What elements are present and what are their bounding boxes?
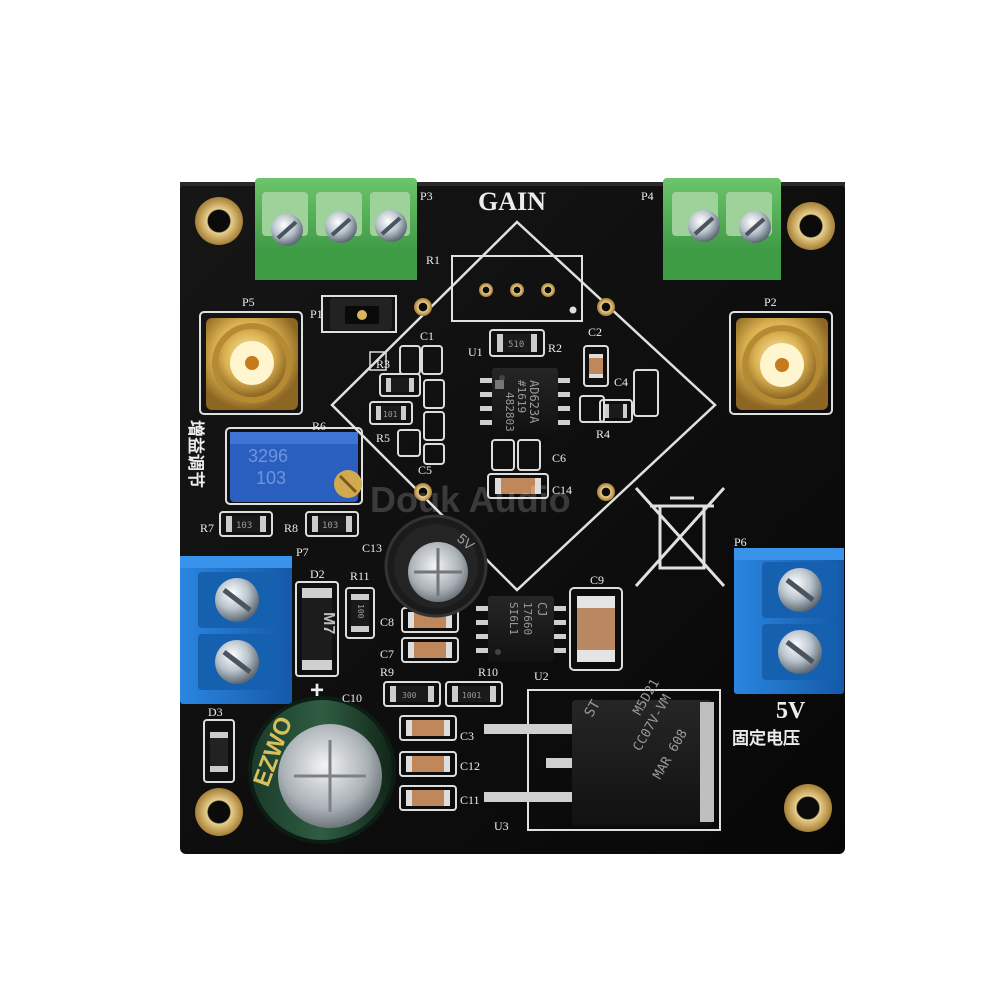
ref-c1: C1 — [420, 329, 434, 343]
capacitor-c10: EZWO + — [248, 677, 396, 844]
d2-marking: M7 — [320, 612, 337, 634]
r1-pads — [479, 283, 555, 297]
chip-u2: CJ 17660 SI6L1 — [476, 596, 566, 662]
ref-r8: R8 — [284, 521, 298, 535]
ref-u3: U3 — [494, 819, 509, 833]
r-marking: 100 — [356, 604, 365, 619]
ref-c6: C6 — [552, 451, 566, 465]
reference-designators: P3 P4 R1 P5 P1 P2 C1 C2 U1 R2 R3 C4 R4 R… — [200, 189, 777, 833]
mounting-hole-top-left — [195, 197, 243, 245]
ref-d2: D2 — [310, 567, 325, 581]
weee-bin-icon — [634, 486, 726, 588]
r-marking: 510 — [508, 340, 524, 350]
ref-r3: R3 — [376, 357, 390, 371]
voltage-label: 5V — [776, 698, 806, 724]
r-marking: 101 — [383, 410, 398, 419]
smd-components: 101 510 103 103 100 — [203, 329, 659, 811]
u1-marking-1: AD623A — [527, 380, 541, 424]
watermark: Douk Audio — [370, 479, 571, 520]
ref-r10: R10 — [478, 665, 498, 679]
ref-r4: R4 — [596, 427, 610, 441]
ref-r9: R9 — [380, 665, 394, 679]
ref-c9: C9 — [590, 573, 604, 587]
terminal-block-p7[interactable] — [180, 556, 292, 704]
r1-outline — [451, 255, 583, 322]
ref-r2: R2 — [548, 341, 562, 355]
ref-p4: P4 — [641, 189, 654, 203]
r-marking: 103 — [322, 521, 338, 531]
fixed-voltage-label: 固定电压 — [732, 728, 800, 748]
u3-logo: ST — [582, 697, 605, 720]
r-marking: 300 — [402, 691, 417, 700]
ref-c10: C10 — [342, 691, 362, 705]
gain-adjust-label: 增益调节 — [186, 420, 206, 488]
sma-connector-p5[interactable] — [199, 311, 303, 415]
ref-r5: R5 — [376, 431, 390, 445]
ref-p2: P2 — [764, 295, 777, 309]
ref-c2: C2 — [588, 325, 602, 339]
terminal-block-p3[interactable] — [255, 178, 417, 280]
mounting-hole-bottom-right — [784, 784, 832, 832]
mounting-hole-top-right — [787, 202, 835, 250]
chip-u1: AD623A #1619 482803 — [480, 368, 570, 434]
mounting-hole-bottom-left — [195, 788, 243, 836]
ref-r7: R7 — [200, 521, 214, 535]
ref-c12: C12 — [460, 759, 480, 773]
ref-c14: C14 — [552, 483, 572, 497]
u2-marking-2: 17660 — [521, 602, 534, 635]
r-marking: 103 — [236, 521, 252, 531]
diode-d2: M7 — [295, 581, 339, 677]
pcb-board — [180, 182, 845, 854]
ref-c5: C5 — [418, 463, 432, 477]
ref-c7: C7 — [380, 647, 394, 661]
trimmer-marking-2: 103 — [256, 468, 286, 488]
ref-p7: P7 — [296, 545, 309, 559]
gain-label: GAIN — [478, 187, 546, 216]
r-marking: 1001 — [462, 691, 481, 700]
ref-u1: U1 — [468, 345, 483, 359]
ref-u2: U2 — [534, 669, 549, 683]
u1-marking-2: #1619 — [515, 380, 528, 413]
ref-c4: C4 — [614, 375, 628, 389]
u1-marking-3: 482803 — [503, 392, 516, 432]
ref-p3: P3 — [420, 189, 433, 203]
u2-marking-1: CJ — [535, 602, 549, 616]
trimmer-potentiometer-r6[interactable]: 3296 103 — [225, 427, 363, 505]
ref-c11: C11 — [460, 793, 480, 807]
u2-marking-3: SI6L1 — [507, 602, 520, 635]
ref-c3: C3 — [460, 729, 474, 743]
jumper-p1[interactable] — [321, 295, 397, 333]
ref-p6: P6 — [734, 535, 747, 549]
polarity-plus: + — [310, 677, 324, 704]
terminal-block-p4[interactable] — [663, 178, 781, 280]
ref-c8: C8 — [380, 615, 394, 629]
ref-c13: C13 — [362, 541, 382, 555]
ref-d3: D3 — [208, 705, 223, 719]
regulator-u3: ST M5D21 CC07V-VM MAR 608 — [484, 677, 721, 831]
ref-r1: R1 — [426, 253, 440, 267]
gain-diamond-outline — [330, 220, 717, 592]
ref-r11: R11 — [350, 569, 370, 583]
ref-r6: R6 — [312, 419, 326, 433]
ref-p5: P5 — [242, 295, 255, 309]
terminal-block-p6[interactable] — [734, 548, 844, 694]
capacitor-c13: 5V — [384, 514, 488, 618]
ref-p1: P1 — [310, 307, 323, 321]
sma-connector-p2[interactable] — [729, 311, 833, 415]
trimmer-marking-1: 3296 — [248, 446, 288, 466]
